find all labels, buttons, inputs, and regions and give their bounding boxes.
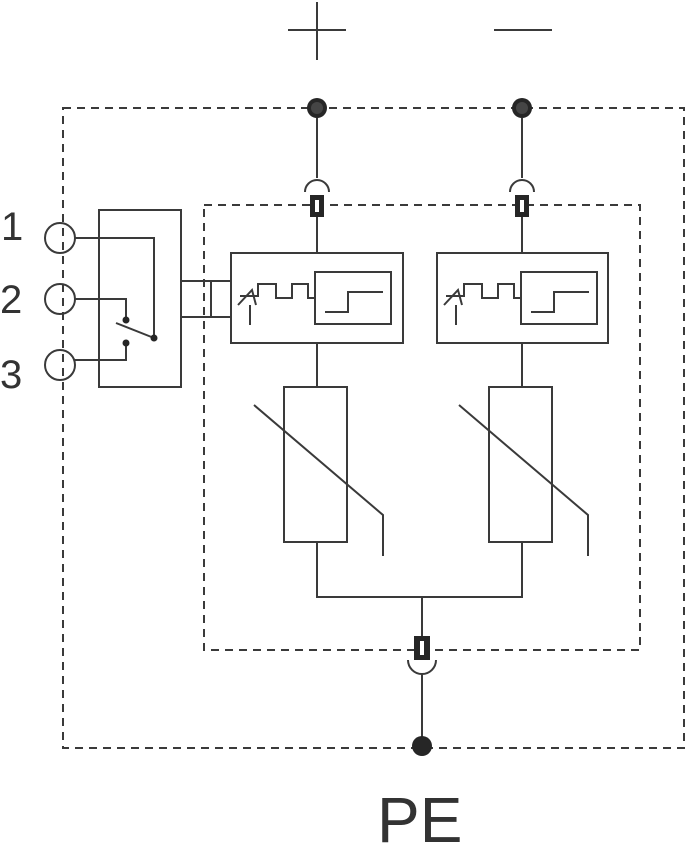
right-plug-connector <box>509 179 535 217</box>
signal-terminal-2 <box>44 283 76 315</box>
terminal-1-label: 1 <box>1 205 23 249</box>
remote-signal-contact <box>74 209 231 388</box>
terminal-2-label: 2 <box>0 278 22 322</box>
negative-terminal <box>512 98 532 118</box>
plus-icon <box>288 2 346 60</box>
pe-terminal <box>412 736 432 756</box>
left-plug-connector <box>304 179 330 217</box>
outer-enclosure <box>62 107 685 749</box>
signal-terminal-1 <box>44 222 76 254</box>
pe-label: PE <box>377 784 462 848</box>
right-thermal-disconnector <box>436 252 609 344</box>
pe-plug-connector <box>407 636 437 675</box>
common-bus-wire <box>316 542 523 598</box>
left-thermal-disconnector <box>230 252 404 344</box>
positive-terminal <box>307 98 327 118</box>
left-varistor <box>253 386 384 556</box>
signal-terminal-3 <box>44 349 76 381</box>
terminal-3-label: 3 <box>0 353 22 397</box>
right-varistor <box>458 386 589 556</box>
